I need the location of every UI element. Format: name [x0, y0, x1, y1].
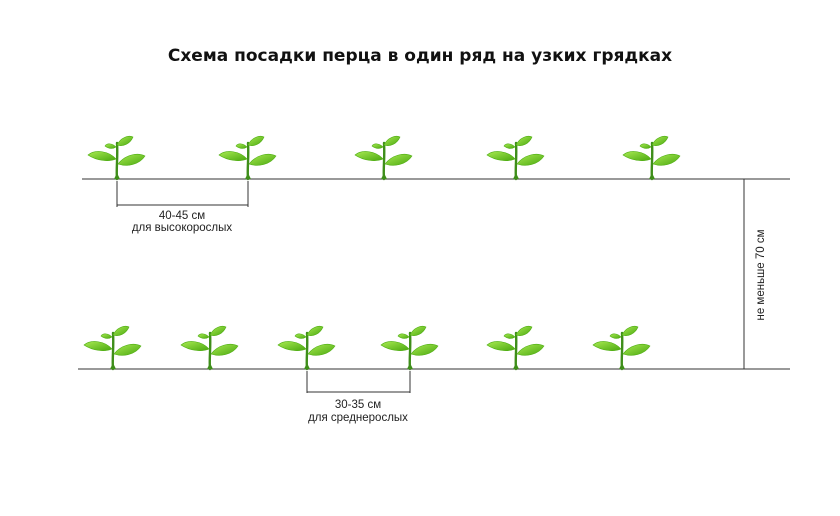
row-2-plant-2: [180, 325, 239, 371]
row-1-spacing-note: для высокорослых: [132, 222, 233, 234]
pepper-seedling-icon: [83, 325, 142, 371]
row-1-spacing-label: 40-45 см: [159, 210, 205, 222]
row-2-plant-6: [592, 325, 651, 371]
row-1-plant-3: [354, 135, 413, 181]
row-spacing-label: не меньше 70 см: [755, 229, 767, 320]
row-1-plant-4: [486, 135, 545, 181]
row-1-plant-5: [622, 135, 681, 181]
row-2-spacing-note: для среднерослых: [308, 412, 408, 424]
row-1-spacing-dimension: 40-45 см для высокорослых: [116, 181, 249, 234]
pepper-seedling-icon: [486, 135, 545, 181]
pepper-seedling-icon: [87, 135, 146, 181]
pepper-seedling-icon: [354, 135, 413, 181]
row-1-plant-2: [218, 135, 277, 181]
diagram-title: Схема посадки перца в один ряд на узких …: [167, 46, 673, 66]
pepper-seedling-icon: [277, 325, 336, 371]
pepper-seedling-icon: [622, 135, 681, 181]
row-2-plant-4: [380, 325, 439, 371]
pepper-seedling-icon: [218, 135, 277, 181]
row-2-plant-3: [277, 325, 336, 371]
row-2-plant-5: [486, 325, 545, 371]
row-2-plant-1: [83, 325, 142, 371]
row-2-spacing-label: 30-35 см: [335, 399, 381, 411]
row-1-plant-1: [87, 135, 146, 181]
pepper-seedling-icon: [380, 325, 439, 371]
pepper-seedling-icon: [592, 325, 651, 371]
plants-layer: [83, 135, 681, 371]
row-2-spacing-dimension: 30-35 см для среднерослых: [306, 371, 411, 424]
pepper-seedling-icon: [486, 325, 545, 371]
pepper-seedling-icon: [180, 325, 239, 371]
